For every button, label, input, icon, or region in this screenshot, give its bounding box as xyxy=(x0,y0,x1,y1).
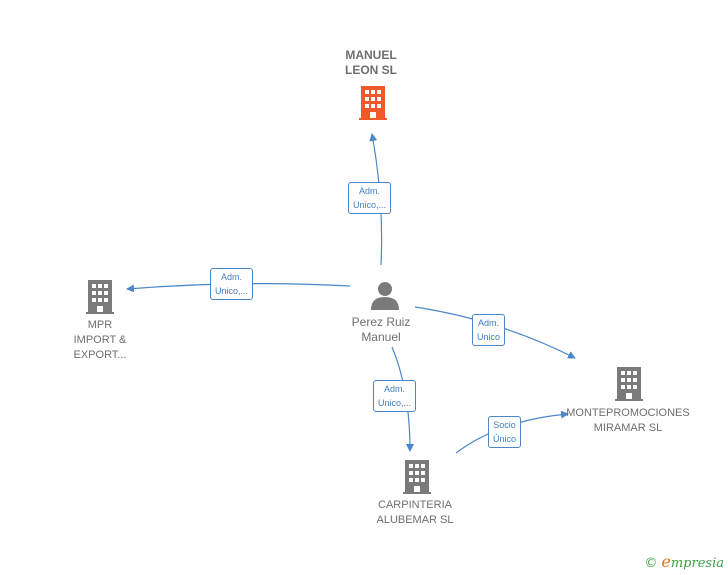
empresia-logo[interactable]: ©empresia xyxy=(644,552,724,571)
edge-label-to-manuel-leon[interactable]: Adm. Unico,... xyxy=(348,182,392,214)
node-montepromociones-label[interactable]: MONTEPROMOCIONES MIRAMAR SL xyxy=(566,407,690,434)
node-manuel-leon-label[interactable]: MANUEL LEON SL xyxy=(344,48,397,77)
node-carpinteria-label[interactable]: CARPINTERIA ALUBEMAR SL xyxy=(376,499,454,526)
building-icon[interactable] xyxy=(359,86,387,120)
edge-label-to-mpr[interactable]: Adm. Unico,... xyxy=(210,268,254,300)
node-perez-label[interactable]: Perez Ruiz Manuel xyxy=(351,315,411,344)
copyright-icon: © xyxy=(644,556,658,571)
person-icon[interactable] xyxy=(371,282,399,310)
building-icon[interactable] xyxy=(86,280,114,314)
building-icon[interactable] xyxy=(403,460,431,494)
edge-label-to-carpinteria[interactable]: Adm. Unico,... xyxy=(373,380,417,412)
edge-label-to-montepromociones[interactable]: Adm. Unico xyxy=(472,314,506,346)
edge-label-carpinteria-to-montepromociones[interactable]: Socio Único xyxy=(488,416,522,448)
node-mpr-label[interactable]: MPR IMPORT & EXPORT... xyxy=(73,319,127,361)
building-icon[interactable] xyxy=(615,367,643,401)
